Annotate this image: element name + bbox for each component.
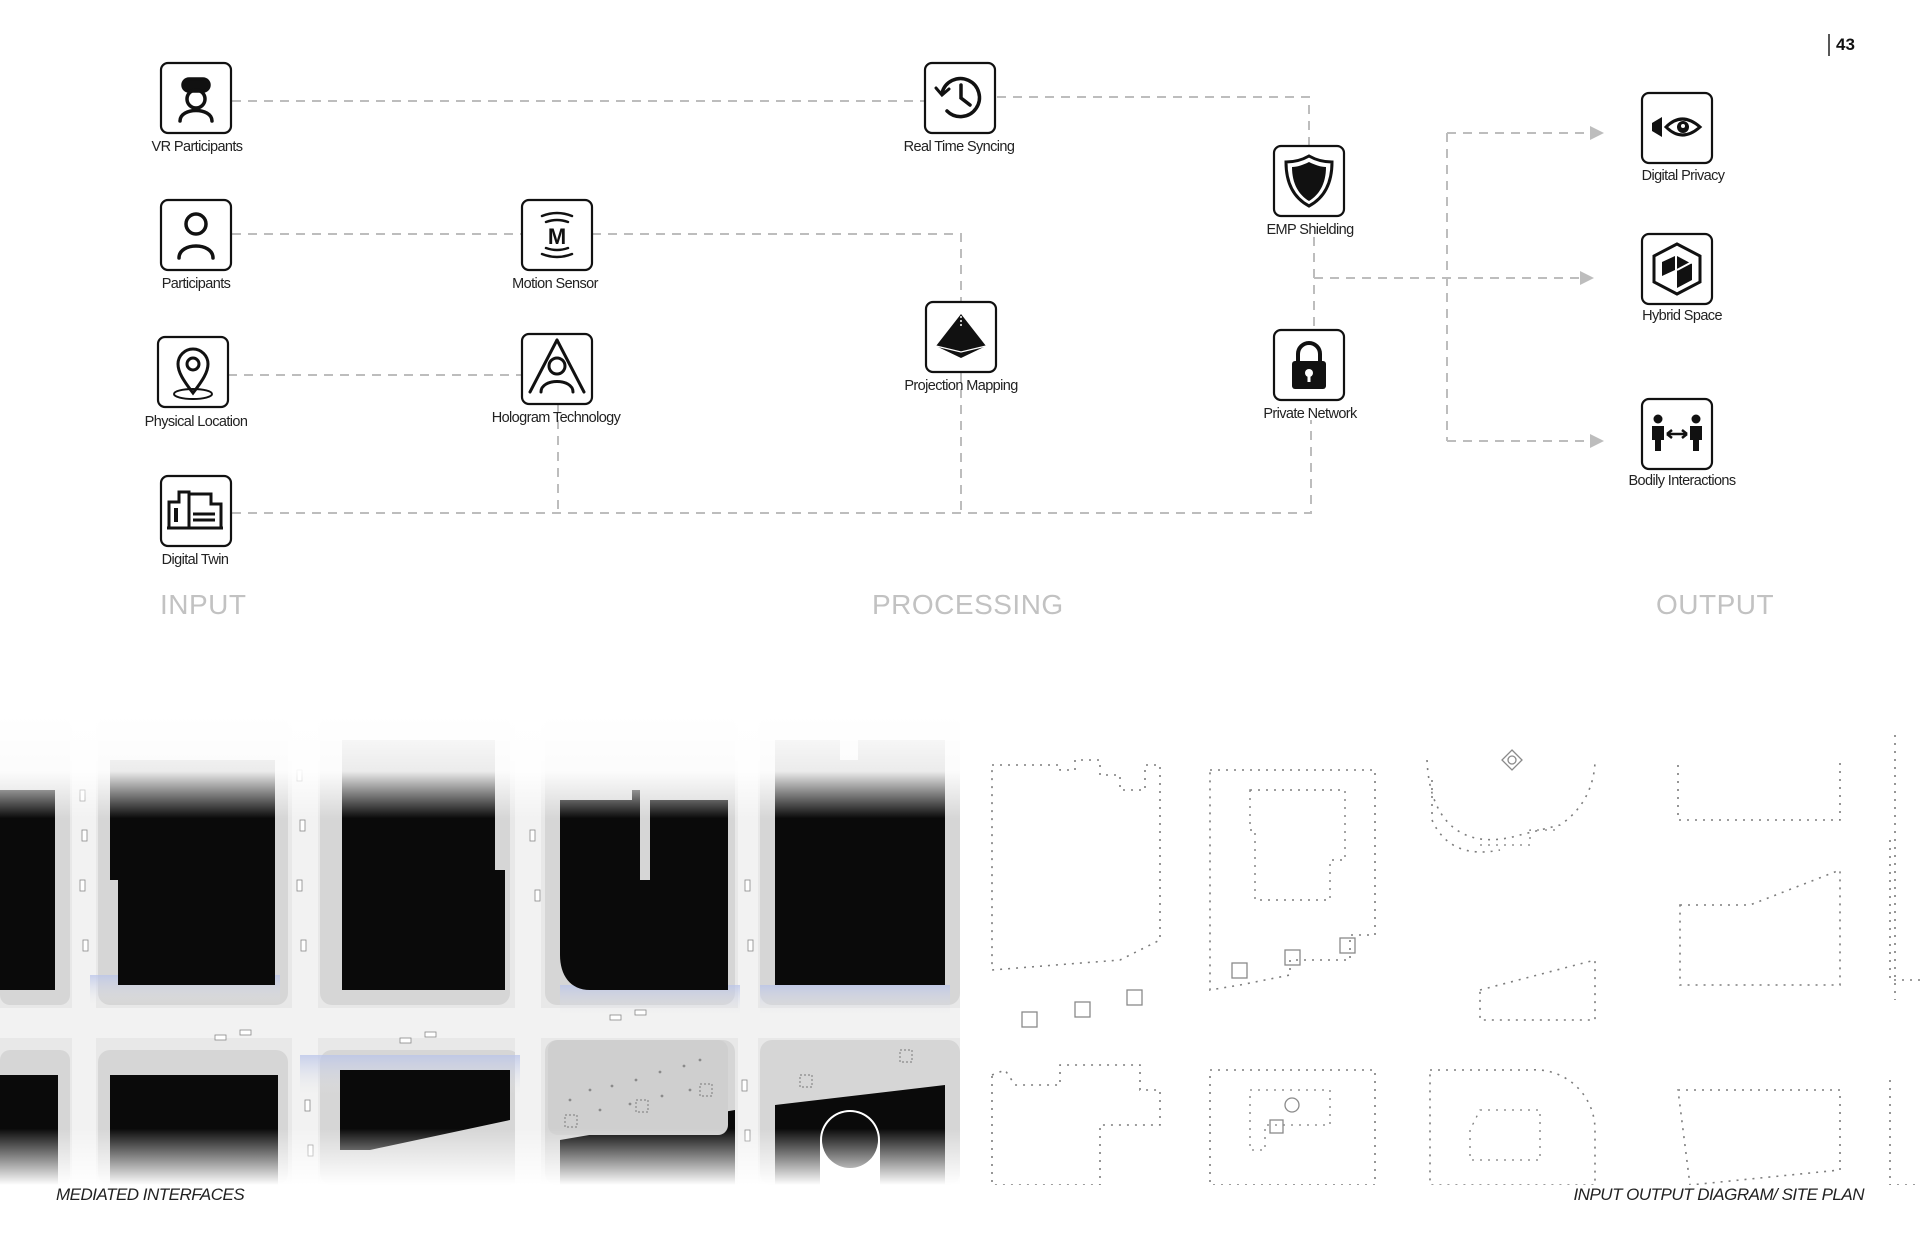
person-icon bbox=[177, 212, 215, 260]
node-physical-location: Physical Location bbox=[145, 335, 248, 430]
svg-text:Digital Privacy: Digital Privacy bbox=[1642, 168, 1726, 184]
vr-headset-person-icon bbox=[178, 77, 214, 123]
node-private-network: Private Network bbox=[1263, 328, 1359, 422]
connector-motion-to-projection bbox=[592, 233, 962, 302]
svg-text:Motion Sensor: Motion Sensor bbox=[512, 276, 598, 292]
node-digital-twin: Digital Twin bbox=[159, 474, 233, 568]
mediated-interfaces-map bbox=[0, 715, 960, 1185]
svg-text:Real Time Syncing: Real Time Syncing bbox=[904, 139, 1015, 155]
clock-history-icon bbox=[934, 76, 982, 119]
location-pin-icon bbox=[173, 347, 213, 400]
motion-sensor-icon: M bbox=[540, 211, 574, 259]
svg-text:M: M bbox=[548, 224, 566, 249]
eye-privacy-icon bbox=[1652, 117, 1703, 137]
node-vr-participants: VR Participants bbox=[152, 61, 243, 155]
building-twin-icon bbox=[167, 490, 223, 530]
page-number-text: 43 bbox=[1836, 35, 1855, 54]
node-motion-sensor: M Motion Sensor bbox=[512, 198, 599, 292]
section-label-processing: PROCESSING bbox=[872, 589, 1064, 620]
node-participants: Participants bbox=[159, 198, 233, 292]
node-projection-mapping: Projection Mapping bbox=[904, 300, 1019, 394]
svg-text:Private Network: Private Network bbox=[1263, 406, 1358, 422]
arrow-digital-privacy bbox=[1590, 126, 1604, 140]
node-real-time-syncing: Real Time Syncing bbox=[904, 61, 1015, 155]
svg-text:Hologram Technology: Hologram Technology bbox=[492, 410, 622, 426]
svg-text:Bodily Interactions: Bodily Interactions bbox=[1628, 473, 1735, 489]
node-hologram-technology: Hologram Technology bbox=[492, 332, 622, 426]
projection-pyramid-icon bbox=[935, 312, 987, 358]
arrow-hybrid-space bbox=[1580, 271, 1594, 285]
svg-text:Projection Mapping: Projection Mapping bbox=[904, 378, 1018, 394]
padlock-icon bbox=[1292, 341, 1326, 389]
node-bodily-interactions: Bodily Interactions bbox=[1628, 397, 1736, 489]
connectors bbox=[228, 96, 1604, 514]
node-emp-shielding: EMP Shielding bbox=[1266, 144, 1355, 238]
arrow-bodily-interactions bbox=[1590, 434, 1604, 448]
section-label-input: INPUT bbox=[160, 589, 247, 620]
svg-text:EMP Shielding: EMP Shielding bbox=[1266, 222, 1354, 238]
connector-sync-to-emp bbox=[997, 96, 1310, 146]
page-number: 43 bbox=[1828, 34, 1855, 56]
caption-site-plan: INPUT OUTPUT DIAGRAM/ SITE PLAN bbox=[1573, 1185, 1865, 1204]
node-digital-privacy: Digital Privacy bbox=[1640, 91, 1726, 184]
site-plan-dotted bbox=[991, 735, 1920, 1185]
svg-text:Hybrid Space: Hybrid Space bbox=[1642, 308, 1722, 324]
svg-text:Digital Twin: Digital Twin bbox=[162, 552, 229, 568]
svg-text:Participants: Participants bbox=[162, 276, 231, 292]
two-people-interaction-icon bbox=[1652, 414, 1702, 451]
hologram-person-icon bbox=[528, 338, 586, 394]
node-hybrid-space: Hybrid Space bbox=[1640, 232, 1723, 324]
svg-text:Physical Location: Physical Location bbox=[145, 414, 248, 430]
connector-digital-twin-bus bbox=[232, 420, 1312, 514]
hybrid-cube-icon bbox=[1652, 242, 1702, 296]
shield-icon bbox=[1284, 154, 1334, 208]
section-label-output: OUTPUT bbox=[1656, 589, 1774, 620]
caption-mediated-interfaces: MEDIATED INTERFACES bbox=[56, 1185, 245, 1204]
site-plan-markers bbox=[1021, 749, 1523, 1134]
svg-text:VR Participants: VR Participants bbox=[152, 139, 243, 155]
